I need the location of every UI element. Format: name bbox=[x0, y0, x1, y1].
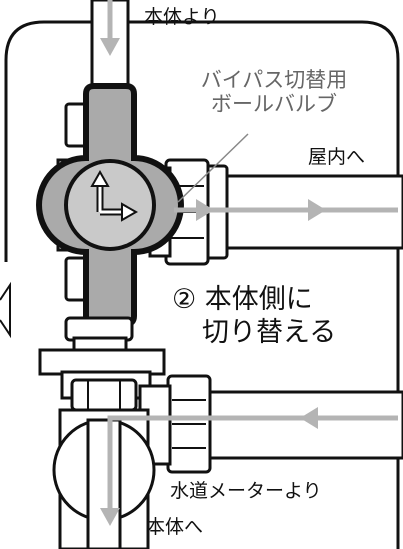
arrow-right-1 bbox=[196, 199, 214, 221]
tee-nut bbox=[70, 378, 138, 412]
arrow-right-icon bbox=[100, 38, 326, 526]
label-to-indoor: 屋内へ bbox=[308, 146, 366, 168]
valve-label-leader bbox=[177, 133, 249, 203]
step-line2: 切り替える bbox=[202, 316, 337, 348]
frame-border bbox=[4, 20, 400, 549]
arrow-down-top bbox=[100, 38, 120, 56]
label-from-water-meter: 水道メーターより bbox=[170, 480, 322, 502]
frame-notch bbox=[0, 281, 11, 339]
label-to-main-bottom: 本体へ bbox=[146, 516, 204, 538]
step-instruction: ② 本体側に 切り替える bbox=[172, 284, 336, 350]
ball-valve-ball bbox=[64, 159, 156, 251]
arrow-left-meter bbox=[300, 407, 318, 429]
arrow-down-bottom bbox=[100, 508, 120, 526]
lower-pipe-down bbox=[86, 418, 122, 549]
valve-bottom-collar bbox=[72, 336, 128, 352]
valve-label-line1: バイパス切替用 bbox=[200, 68, 348, 92]
label-from-main-top: 本体より bbox=[144, 6, 220, 28]
lever-handle-icon bbox=[90, 169, 139, 222]
arrow-right-2 bbox=[308, 199, 326, 221]
valve-label-line2: ボールバルブ bbox=[211, 92, 337, 117]
valve-label: バイパス切替用 ボールバルブ bbox=[176, 68, 372, 116]
tee-flange bbox=[38, 348, 166, 376]
step-line1: ② 本体側に bbox=[172, 284, 313, 315]
meter-pipe bbox=[204, 390, 403, 460]
